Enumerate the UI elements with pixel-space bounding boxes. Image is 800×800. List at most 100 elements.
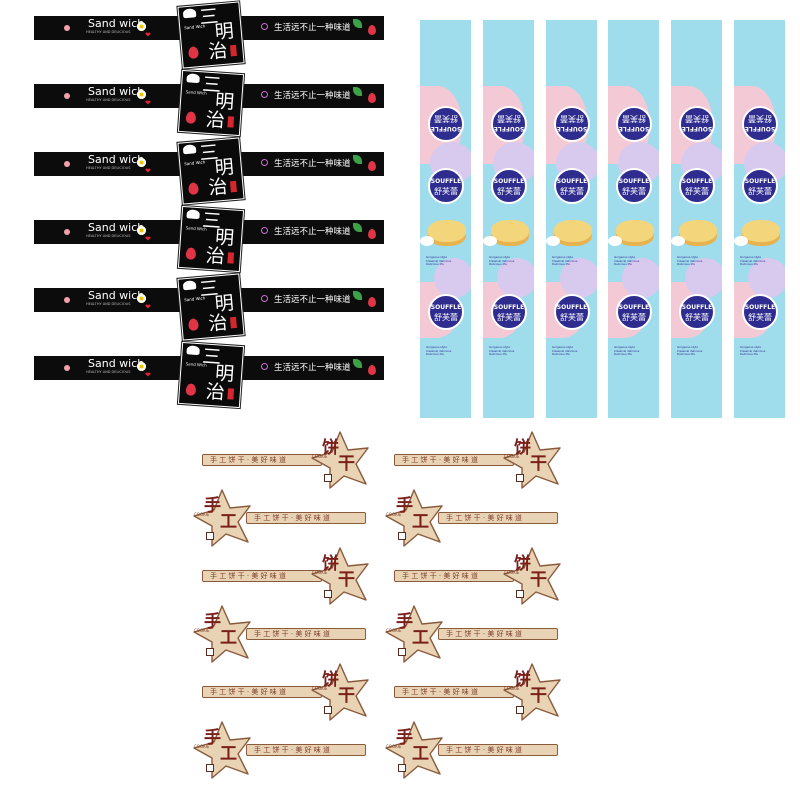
star-shape-icon xyxy=(193,721,251,779)
cookie-en: COOKIE xyxy=(194,744,210,749)
cookie-char: 饼 xyxy=(322,438,339,458)
souffle-cn: 舒芙蕾 xyxy=(748,114,772,123)
strawberry-icon xyxy=(187,318,199,332)
egg-flower-icon xyxy=(137,362,146,371)
star-shape-icon xyxy=(385,489,443,547)
souffle-cn: 舒芙蕾 xyxy=(560,187,584,196)
heart-icon: ❤ xyxy=(145,371,151,379)
cookie-char: 手 xyxy=(396,728,413,748)
sandwich-brand: Sand wich xyxy=(88,153,145,166)
lilac-blob xyxy=(560,258,597,298)
dice-icon xyxy=(324,590,332,598)
souffle-en: SOUFFLE xyxy=(556,178,588,185)
star-shape-icon xyxy=(311,663,369,721)
red-seal-icon xyxy=(229,180,237,193)
cookie-handle-text: 手 工 饼 干 · 美 好 味 道 xyxy=(210,688,287,696)
star-shape-icon xyxy=(385,605,443,663)
pink-dot-icon xyxy=(64,161,70,167)
leaf-icon xyxy=(353,155,362,164)
strawberry-icon xyxy=(368,93,376,103)
donut-icon xyxy=(261,159,268,166)
sandwich-slogan: 生活远不止一种味道 xyxy=(274,91,351,101)
chef-hat-icon xyxy=(186,73,200,84)
dice-icon xyxy=(206,764,214,772)
cookie-char: 手 xyxy=(396,612,413,632)
cookie-char: 工 xyxy=(412,628,429,648)
souffle-en: SOUFFLE xyxy=(556,125,588,132)
cookie-char: 工 xyxy=(220,744,237,764)
dice-icon xyxy=(324,706,332,714)
donut-icon xyxy=(261,91,268,98)
souffle-en: SOUFFLE xyxy=(618,125,650,132)
tag-char: 治 xyxy=(205,108,226,132)
tag-mini-text: Sand Wich xyxy=(185,225,207,232)
souffle-cn: 舒芙蕾 xyxy=(748,313,772,322)
lilac-blob xyxy=(497,258,534,298)
souffle-en: SOUFFLE xyxy=(493,304,525,311)
cookie-handle-text: 手 工 饼 干 · 美 好 味 道 xyxy=(446,514,523,522)
cookie-star xyxy=(308,662,372,722)
red-seal-icon xyxy=(227,252,235,264)
cookie-char: 干 xyxy=(338,570,355,590)
heart-icon: ❤ xyxy=(145,167,151,175)
egg-flower-icon xyxy=(137,22,146,31)
cookie-en: COOKIE xyxy=(194,512,210,517)
tag-char: 治 xyxy=(205,380,226,404)
cookie-en: COOKIE xyxy=(504,570,520,575)
strawberry-icon xyxy=(185,111,197,124)
sandwich-brand: Sand wich xyxy=(88,85,145,98)
sandwich-slogan: 生活远不止一种味道 xyxy=(274,159,351,169)
cookie-char: 工 xyxy=(412,744,429,764)
souffle-cn: 舒芙蕾 xyxy=(748,187,772,196)
leaf-icon xyxy=(353,87,362,96)
souffle-en: SOUFFLE xyxy=(744,125,776,132)
strawberry-icon xyxy=(368,25,376,35)
cookie-star xyxy=(382,720,446,780)
red-seal-icon xyxy=(227,388,235,400)
sandwich-slogan: 生活远不止一种味道 xyxy=(274,295,351,305)
cream-image xyxy=(420,236,434,246)
cookie-handle-text: 手 工 饼 干 · 美 好 味 道 xyxy=(210,456,287,464)
souffle-pancake-image xyxy=(428,220,466,242)
cookie-char: 干 xyxy=(338,454,355,474)
tag-char: 治 xyxy=(207,39,229,64)
cookie-char: 工 xyxy=(220,512,237,532)
souffle-badge: SOUFFLE 舒芙蕾 xyxy=(742,106,778,142)
dice-icon xyxy=(324,474,332,482)
cookie-char: 干 xyxy=(530,570,547,590)
leaf-icon xyxy=(353,359,362,368)
cream-image xyxy=(734,236,748,246)
souffle-cn: 舒芙蕾 xyxy=(685,313,709,322)
strawberry-icon xyxy=(187,46,199,60)
souffle-badge: SOUFFLE 舒芙蕾 xyxy=(554,168,590,204)
souffle-cn: 舒芙蕾 xyxy=(434,313,458,322)
dice-icon xyxy=(516,474,524,482)
cookie-handle xyxy=(246,628,366,640)
strawberry-icon xyxy=(185,383,197,396)
star-shape-icon xyxy=(193,489,251,547)
souffle-cn: 舒芙蕾 xyxy=(685,114,709,123)
souffle-en: SOUFFLE xyxy=(681,178,713,185)
pink-dot-icon xyxy=(64,365,70,371)
cookie-en: COOKIE xyxy=(312,686,328,691)
leaf-icon xyxy=(353,223,362,232)
donut-icon xyxy=(261,23,268,30)
souffle-pancake-image xyxy=(742,220,780,242)
souffle-pancake-image xyxy=(491,220,529,242)
lilac-blob xyxy=(622,258,659,298)
